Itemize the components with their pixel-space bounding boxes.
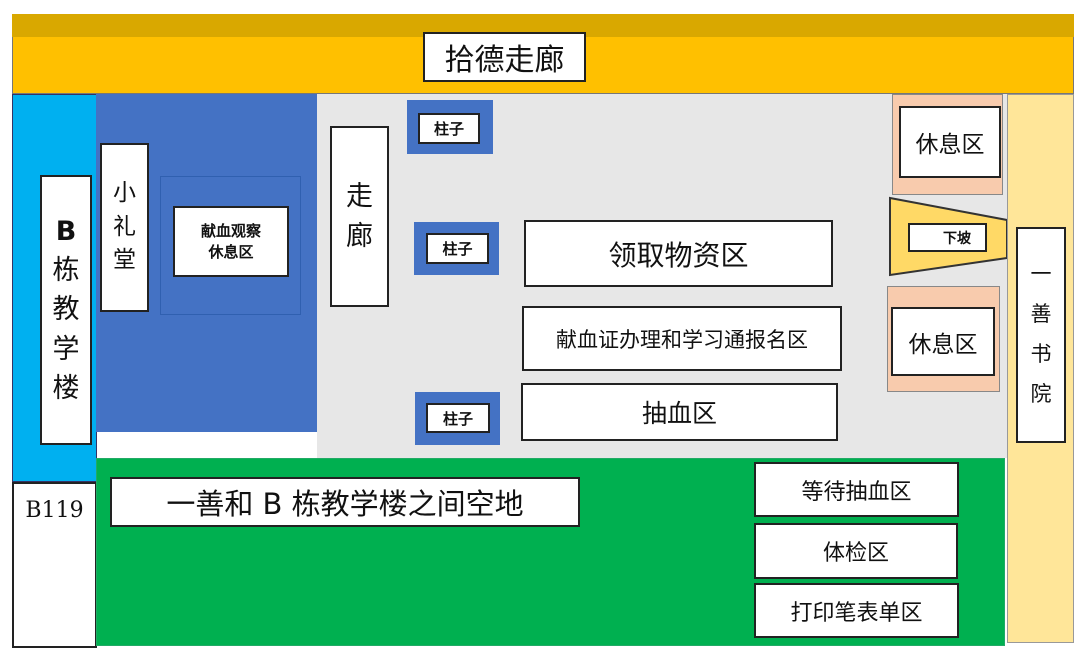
- label-char: 教: [52, 294, 80, 326]
- label-char: 一: [1030, 262, 1052, 287]
- checkup-area: 体检区: [754, 523, 958, 579]
- label-char: 走: [346, 181, 373, 213]
- label-char: 院: [1030, 381, 1052, 406]
- pillar-label: 柱子: [426, 403, 490, 433]
- rest-label: 休息区: [891, 307, 995, 376]
- label-line: 休息区: [208, 242, 254, 261]
- corridor-label: 走廊: [330, 126, 389, 307]
- label-char: 堂: [113, 247, 136, 274]
- observation-area: [160, 176, 301, 315]
- title-label: 拾德走廊: [423, 32, 586, 82]
- observation-rest-label: 献血观察休息区: [173, 206, 289, 277]
- top-band-shade: [12, 14, 1074, 37]
- label-char: 楼: [52, 372, 80, 404]
- waiting-area: 等待抽血区: [754, 462, 959, 517]
- label-char: 善: [1030, 302, 1052, 327]
- label-line: 献血观察: [200, 221, 261, 240]
- label-char: 小: [113, 180, 136, 207]
- supply-area: 领取物资区: [524, 220, 833, 287]
- rest-label: 休息区: [899, 106, 1001, 178]
- certificate-area: 献血证办理和学习通报名区: [522, 306, 842, 371]
- pillar-label: 柱子: [426, 233, 489, 264]
- blood-draw-area: 抽血区: [521, 383, 838, 441]
- label-char: 礼: [113, 213, 136, 240]
- label-char: B: [55, 216, 77, 248]
- b119-label: B119: [12, 482, 97, 648]
- chapel-label: 小礼堂: [100, 143, 149, 312]
- yishan-academy-label: 一善书院: [1016, 227, 1066, 443]
- label-char: 书: [1030, 342, 1052, 366]
- label-char: 学: [52, 333, 80, 365]
- pillar-label: 柱子: [418, 113, 480, 144]
- label-char: 栋: [52, 255, 80, 287]
- label-char: 廊: [346, 220, 373, 252]
- open-space-label: 一善和 B 栋教学楼之间空地: [110, 477, 580, 527]
- print-form-area: 打印笔表单区: [754, 583, 959, 638]
- slope-label: 下坡: [908, 223, 987, 252]
